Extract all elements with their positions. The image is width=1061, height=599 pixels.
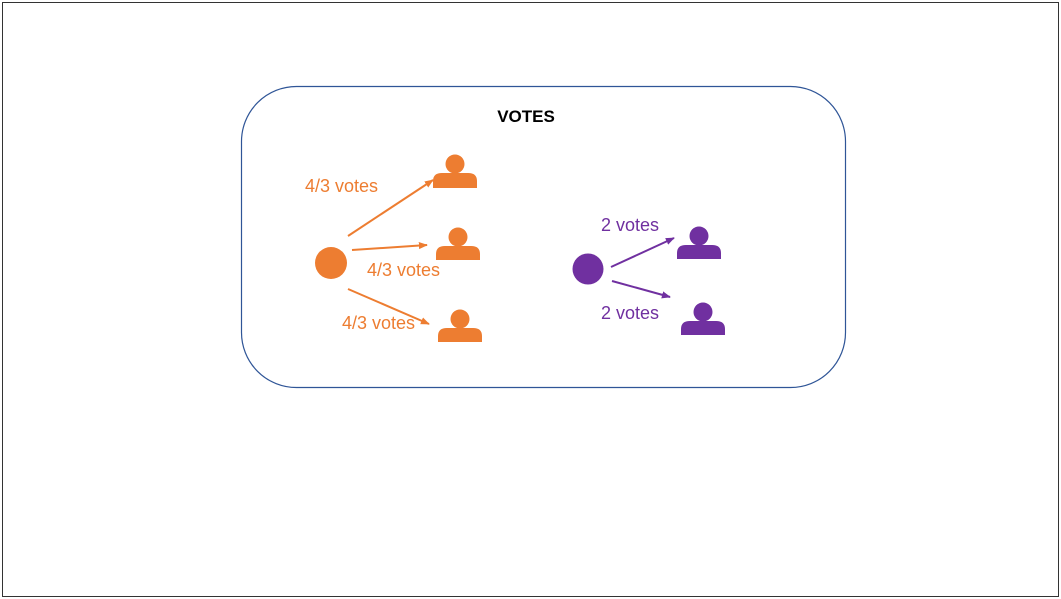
person-icon xyxy=(433,154,477,188)
person-body xyxy=(681,321,725,335)
person-head xyxy=(445,154,465,174)
person-body xyxy=(433,173,477,188)
person-head xyxy=(448,227,468,247)
person-body xyxy=(438,328,482,342)
vote-label-orange-bottom: 4/3 votes xyxy=(342,313,415,333)
vote-label-purple-top: 2 votes xyxy=(601,215,659,235)
voter-node-purple xyxy=(572,253,604,285)
purple-recipients xyxy=(677,226,725,335)
person-head xyxy=(689,226,709,246)
person-icon xyxy=(438,309,482,342)
vote-label-orange-top: 4/3 votes xyxy=(305,176,378,196)
purple-labels: 2 votes 2 votes xyxy=(601,215,659,323)
person-icon xyxy=(677,226,721,259)
orange-arrows xyxy=(347,179,434,325)
vote-label-orange-middle: 4/3 votes xyxy=(367,260,440,280)
person-head xyxy=(450,309,470,329)
arrow-purple-bottom xyxy=(611,280,671,299)
person-icon xyxy=(681,302,725,335)
arrow-orange-top xyxy=(347,179,434,237)
purple-group: 2 votes 2 votes xyxy=(572,215,725,335)
person-body xyxy=(436,246,480,260)
voter-node-orange xyxy=(315,247,347,279)
purple-arrows xyxy=(610,237,675,299)
person-body xyxy=(677,245,721,259)
person-head xyxy=(693,302,713,322)
votes-panel xyxy=(240,85,847,389)
vote-label-purple-bottom: 2 votes xyxy=(601,303,659,323)
person-icon xyxy=(436,227,480,260)
orange-labels: 4/3 votes 4/3 votes 4/3 votes xyxy=(305,176,440,333)
orange-recipients xyxy=(433,154,482,342)
arrow-purple-top xyxy=(610,237,675,268)
orange-group: 4/3 votes 4/3 votes 4/3 votes xyxy=(305,154,482,342)
panel-title: VOTES xyxy=(497,107,555,126)
arrow-orange-bottom xyxy=(347,288,430,325)
arrow-orange-middle xyxy=(351,241,428,251)
